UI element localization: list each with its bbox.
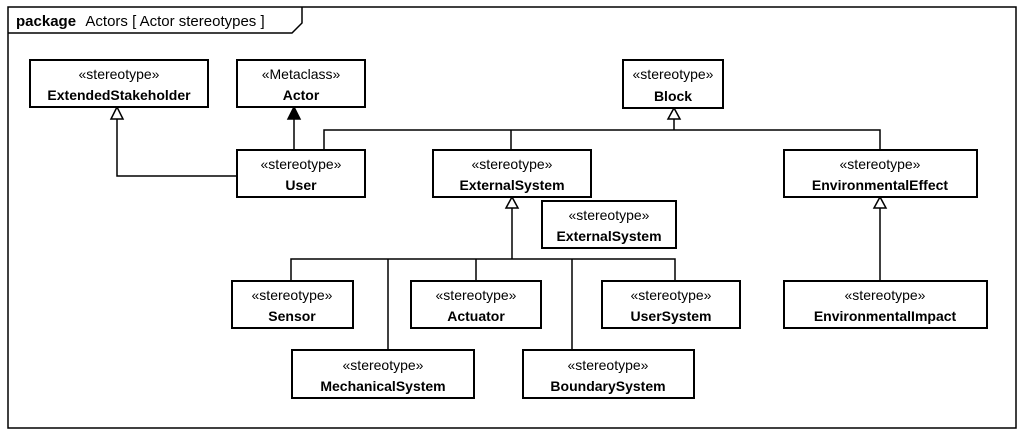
externalsystem-generalization-arrow [504,195,520,209]
class-name: MechanicalSystem [320,378,445,394]
class-name: EnvironmentalImpact [814,308,957,324]
class-name: ExtendedStakeholder [47,87,191,103]
stereotype-label: «stereotype» [79,66,160,82]
class-name: ExternalSystem [459,177,564,193]
stereotype-label: «stereotype» [343,357,424,373]
frame-keyword: package [16,13,76,30]
stereotype-label: «stereotype» [568,357,649,373]
class-sensor[interactable]: «stereotype» Sensor [231,280,354,329]
class-block[interactable]: «stereotype» Block [622,59,724,109]
svg-text:package Actors [ Actor s: package Actors [ Actor stereotypes ] [16,13,265,30]
class-environmental-impact[interactable]: «stereotype» EnvironmentalImpact [783,280,988,329]
class-name: EnvironmentalEffect [812,177,948,193]
stereotype-label: «stereotype» [840,156,921,172]
stereotype-label: «stereotype» [845,287,926,303]
class-name: User [285,177,317,193]
extendedstakeholder-generalization-arrow [109,105,125,120]
class-name: Actuator [447,308,505,324]
actor-extension-arrow [286,105,302,120]
stereotype-label: «stereotype» [633,66,714,82]
class-external-system[interactable]: «stereotype» ExternalSystem [432,149,592,198]
user-to-extendedstakeholder-edge [116,118,237,177]
stereotype-label: «stereotype» [569,207,650,223]
externalsystem-generalization-bus [290,258,676,281]
class-name: ExternalSystem [556,228,661,244]
class-extended-stakeholder[interactable]: «stereotype» ExtendedStakeholder [29,59,209,108]
stereotype-label: «stereotype» [472,156,553,172]
class-actuator[interactable]: «stereotype» Actuator [410,280,542,329]
stereotype-label: «stereotype» [436,287,517,303]
environmentaleffect-generalization-arrow [872,195,888,209]
frame-name-tab [8,7,303,34]
class-user-system[interactable]: «stereotype» UserSystem [601,280,741,329]
stereotype-label: «stereotype» [631,287,712,303]
class-name: UserSystem [631,308,712,324]
class-name: Actor [283,87,320,103]
class-external-system-standalone[interactable]: «stereotype» ExternalSystem [541,200,677,249]
class-name: BoundarySystem [550,378,665,394]
block-generalization-arrow [666,106,682,120]
stereotype-label: «stereotype» [252,287,333,303]
connectors [109,105,888,350]
class-environmental-effect[interactable]: «stereotype» EnvironmentalEffect [783,149,978,198]
class-mechanical-system[interactable]: «stereotype» MechanicalSystem [291,349,475,399]
class-actor[interactable]: «Metaclass» Actor [236,59,366,108]
stereotype-label: «Metaclass» [262,66,341,82]
stereotype-label: «stereotype» [261,156,342,172]
block-generalization-bus [323,129,881,150]
class-boundary-system[interactable]: «stereotype» BoundarySystem [522,349,695,399]
class-name: Sensor [268,308,316,324]
class-user[interactable]: «stereotype» User [236,149,366,198]
class-name: Block [654,88,692,104]
frame-title: Actors [ Actor stereotypes ] [85,13,264,30]
